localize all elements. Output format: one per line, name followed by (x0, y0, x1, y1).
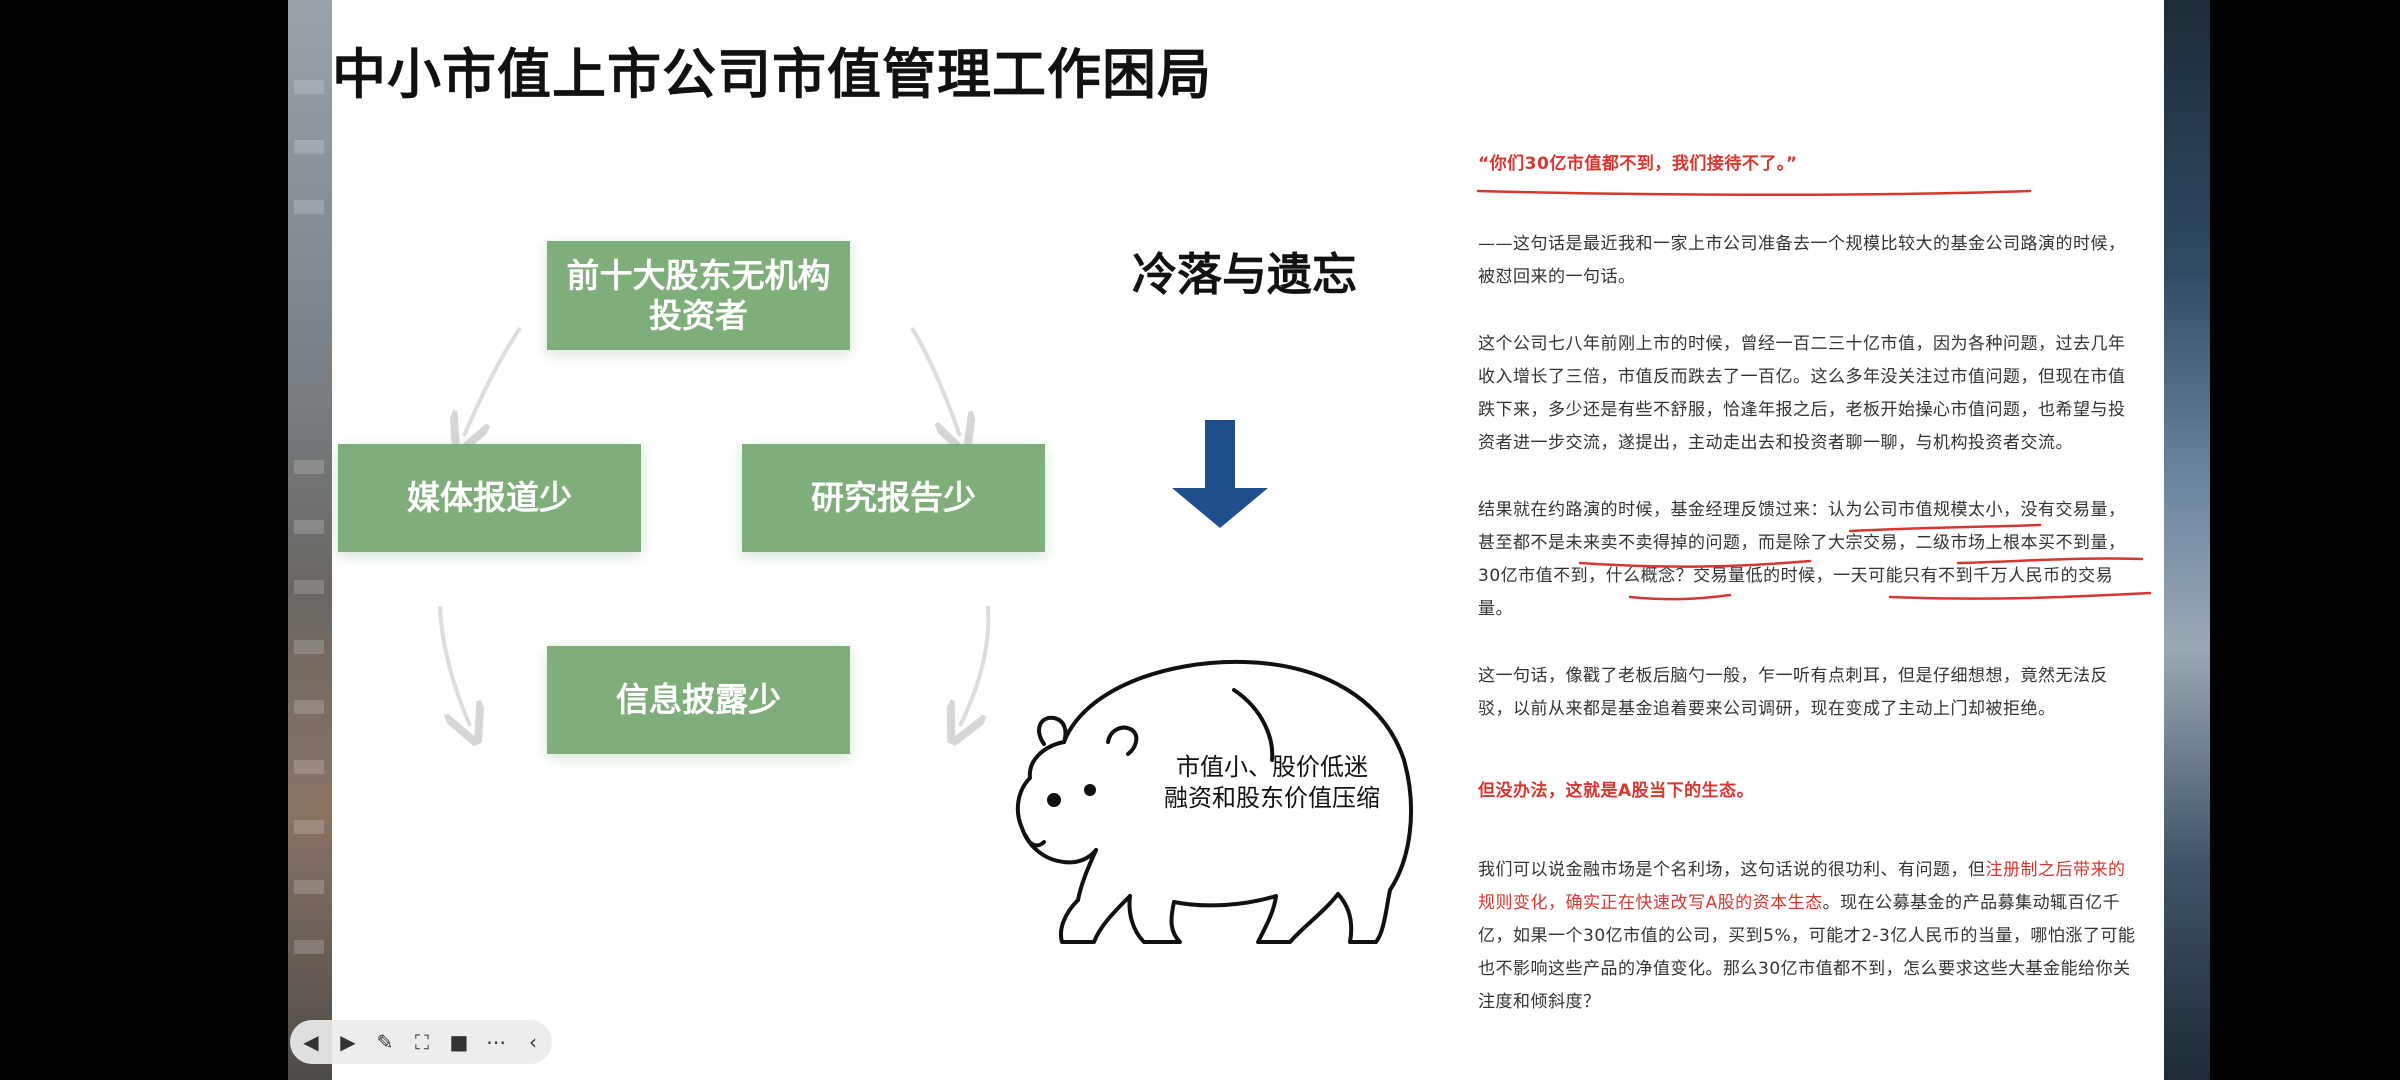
para6-highlight: 注册制之后带来的规则变化，确实正在快速改写A股的资本生态 (1478, 860, 2126, 913)
presentation-toolbar: ◀ ▶ ✎ ⛶ ■ ⋯ ‹ (290, 1020, 552, 1064)
slide-title: 中小市值上市公司市值管理工作困局 (332, 43, 1212, 106)
para6-text-b: 。现在公募基金的产品募集动辄百亿千亿，如果一个30亿市值的公司，买到5%，可能才… (1478, 893, 2136, 1012)
article-quote: “你们30亿市值都不到，我们接待不了。” (1478, 154, 1798, 174)
article-paragraph-3: 结果就在约路演的时候，基金经理反馈过来：认为公司市值规模太小，没有交易量，甚至都… (1478, 500, 2126, 619)
article-paragraph-5: 但没办法，这就是A股当下的生态。 (1478, 781, 1755, 801)
handwritten-underlines (1476, 189, 2152, 601)
article-paragraph-4: 这一句话，像戳了老板后脑勺一般，乍一听有点刺耳，但是仔细想想，竟然无法反驳，以前… (1478, 666, 2108, 719)
down-arrow-icon (1172, 420, 1268, 528)
article-paragraph-1: ——这句话是最近我和一家上市公司准备去一个规模比较大的基金公司路演的时候，被怼回… (1478, 234, 2126, 287)
screenshot-icon[interactable]: ⛶ (415, 1030, 429, 1054)
presentation-slide: 中小市值上市公司市值管理工作困局 前十大股东无机构 投资者 媒体报道少 研究报告… (332, 0, 2164, 1080)
article-paragraph-6: 我们可以说金融市场是个名利场，这句话说的很功利、有问题，但注册制之后带来的规则变… (1478, 854, 2138, 1019)
play-icon[interactable]: ▶ (340, 1030, 356, 1054)
camera-icon[interactable]: ■ (449, 1030, 469, 1054)
cycle-box-no-institutional-investors: 前十大股东无机构 投资者 (547, 241, 850, 350)
bear-caption-line1: 市值小、股价低迷 (1176, 753, 1368, 781)
arrow-left-to-bottom (438, 605, 470, 726)
cycle-box-few-media-reports: 媒体报道少 (338, 444, 641, 552)
bear-caption: 市值小、股价低迷 融资和股东价值压缩 (1152, 752, 1392, 814)
left-background-strip (288, 0, 332, 1080)
arrow-top-to-left (464, 326, 522, 436)
collapse-icon[interactable]: ‹ (529, 1030, 537, 1054)
article-panel: “你们30亿市值都不到，我们接待不了。” ——这句话是最近我和一家上市公司准备去… (1430, 135, 2156, 1080)
cycle-box-few-research-reports: 研究报告少 (742, 444, 1045, 552)
para6-text-a: 我们可以说金融市场是个名利场，这句话说的很功利、有问题，但 (1478, 860, 1986, 880)
right-background-strip (2164, 0, 2210, 1080)
cycle-box-little-disclosure: 信息披露少 (547, 646, 850, 754)
arrow-right-to-bottom (960, 605, 991, 726)
cycle-arrows (438, 326, 991, 1080)
prev-icon[interactable]: ◀ (303, 1030, 319, 1054)
pen-icon[interactable]: ✎ (376, 1030, 394, 1054)
box-top-line1: 前十大股东无机构 (566, 255, 831, 295)
arrow-top-to-right (910, 326, 960, 436)
bear-icon (1015, 659, 1414, 944)
box-top-line2: 投资者 (649, 295, 748, 335)
more-icon[interactable]: ⋯ (486, 1030, 506, 1054)
bear-caption-line2: 融资和股东价值压缩 (1164, 784, 1380, 813)
article-paragraph-2: 这个公司七八年前刚上市的时候，曾经一百二三十亿市值，因为各种问题，过去几年收入增… (1478, 334, 2126, 453)
neglect-heading: 冷落与遗忘 (1132, 248, 1358, 301)
